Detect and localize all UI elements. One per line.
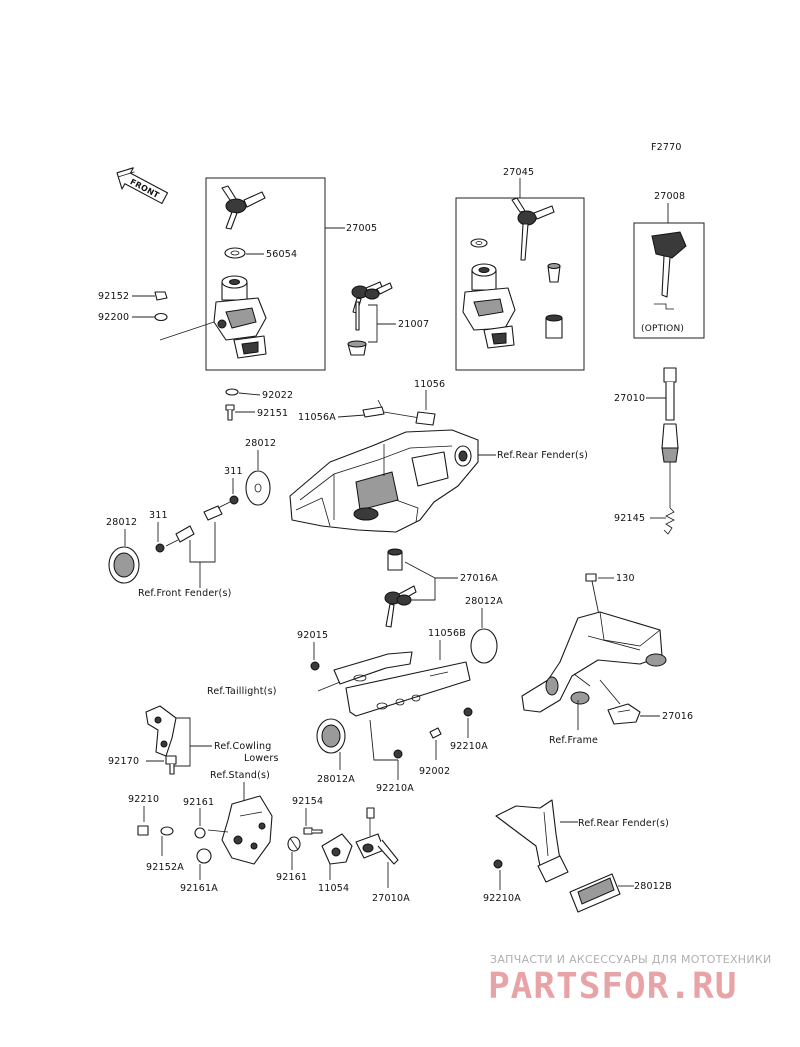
ignition-switch-body-icon [213, 275, 267, 359]
label-27010A: 27010A [372, 893, 410, 904]
label-27016A: 27016A [460, 573, 498, 584]
spacer-92161A [196, 848, 212, 864]
rear-fender-assembly [289, 429, 479, 533]
label-92210A-mid: 92210A [450, 741, 488, 752]
label-28012A-bottom: 28012A [317, 774, 355, 785]
ref-taillight: Ref.Taillight(s) [207, 686, 277, 697]
rear-fender-lower [495, 799, 569, 883]
label-28012A-top: 28012A [465, 596, 503, 607]
nut-92210A-right [493, 859, 503, 869]
label-92152: 92152 [98, 291, 129, 302]
reflector-28012-left [108, 546, 140, 584]
reflector-28012-top [245, 470, 271, 506]
ref-front-fender: Ref.Front Fender(s) [138, 588, 232, 599]
figure-code: F2770 [651, 142, 682, 153]
label-92170: 92170 [108, 756, 139, 767]
label-11054: 11054 [318, 883, 349, 894]
stand-bracket [221, 795, 273, 865]
label-27016: 27016 [662, 711, 693, 722]
label-option: (OPTION) [641, 324, 684, 334]
label-21007: 21007 [398, 319, 429, 330]
spacer-92161-mid [287, 836, 301, 852]
label-28012-left: 28012 [106, 517, 137, 528]
nut-92210A-mid [463, 707, 473, 717]
stud-front-icon [165, 525, 195, 547]
screw-92154-icon [303, 827, 323, 835]
nut-311-top [229, 495, 239, 505]
harness-bracket-11056 [362, 399, 436, 426]
nut-92210 [137, 825, 149, 836]
label-56054: 56054 [266, 249, 297, 260]
label-27045: 27045 [503, 167, 534, 178]
switch-27010A [355, 807, 399, 865]
switch-27010 [661, 367, 679, 508]
ref-stand: Ref.Stand(s) [210, 770, 270, 781]
ref-cowling-line2: Lowers [244, 753, 279, 764]
label-11056A: 11056A [298, 412, 336, 423]
label-28012B: 28012B [634, 881, 672, 892]
reflector-28012B [569, 873, 621, 913]
washer-92152A [160, 826, 174, 836]
reflector-28012A-top [470, 628, 498, 664]
label-92161-top: 92161 [183, 797, 214, 808]
label-92210: 92210 [128, 794, 159, 805]
seat-lock-27016A [384, 548, 417, 628]
spring-92145-icon [663, 507, 675, 535]
bolt-92170-icon [165, 755, 177, 775]
taillight-bracket [333, 651, 471, 717]
washer-92022 [225, 388, 239, 396]
label-92145: 92145 [614, 513, 645, 524]
label-92210A-right: 92210A [483, 893, 521, 904]
reflector-28012A-bottom [316, 718, 346, 754]
label-27005: 27005 [346, 223, 377, 234]
nut-92152 [154, 291, 168, 301]
sidestand-switch-11054 [321, 833, 353, 865]
label-92002: 92002 [419, 766, 450, 777]
latch-27016 [607, 703, 641, 725]
cowling-bracket [145, 705, 177, 757]
label-27008: 27008 [654, 191, 685, 202]
watermark-brand: PARTSFOR.RU [488, 966, 737, 1007]
ref-frame: Ref.Frame [549, 735, 598, 746]
bolt-130-icon [585, 573, 597, 582]
front-arrow-icon: FRONT [116, 167, 169, 204]
label-92151: 92151 [257, 408, 288, 419]
washer-56054 [224, 247, 246, 259]
ref-cowling-line1: Ref.Cowling [214, 741, 271, 752]
label-92161-mid: 92161 [276, 872, 307, 883]
label-92015: 92015 [297, 630, 328, 641]
nut-92210A-low [393, 749, 403, 759]
label-11056: 11056 [414, 379, 445, 390]
label-28012-top: 28012 [245, 438, 276, 449]
label-311-left: 311 [149, 510, 168, 521]
label-92152A: 92152A [146, 862, 184, 873]
label-92161A: 92161A [180, 883, 218, 894]
label-92022: 92022 [262, 390, 293, 401]
label-92210A-low: 92210A [376, 783, 414, 794]
key-blank-27008: (OPTION) [633, 222, 705, 339]
key-icon [221, 185, 266, 230]
ignition-switch-assembly-27005 [205, 177, 326, 421]
stud-rear-icon [203, 501, 231, 521]
ref-rear-fender-top: Ref.Rear Fender(s) [497, 450, 588, 461]
lock-set-27045 [455, 197, 585, 371]
bolt-92151-icon [225, 404, 235, 421]
ref-rear-fender-bottom: Ref.Rear Fender(s) [578, 818, 669, 829]
key-set-21007 [347, 281, 393, 356]
bolt-92002-icon [429, 727, 442, 739]
label-311-top: 311 [224, 466, 243, 477]
nut-311-left [155, 543, 165, 553]
watermark-caption: ЗАПЧАСТИ И АКСЕССУАРЫ ДЛЯ МОТОТЕХНИКИ [490, 953, 772, 966]
label-27010: 27010 [614, 393, 645, 404]
label-130: 130 [616, 573, 635, 584]
frame-assembly [521, 611, 667, 713]
label-92154: 92154 [292, 796, 323, 807]
nut-92015 [310, 661, 320, 671]
spacer-92161-top [194, 827, 206, 839]
label-92200: 92200 [98, 312, 129, 323]
washer-92200 [154, 312, 168, 322]
label-11056B: 11056B [428, 628, 466, 639]
